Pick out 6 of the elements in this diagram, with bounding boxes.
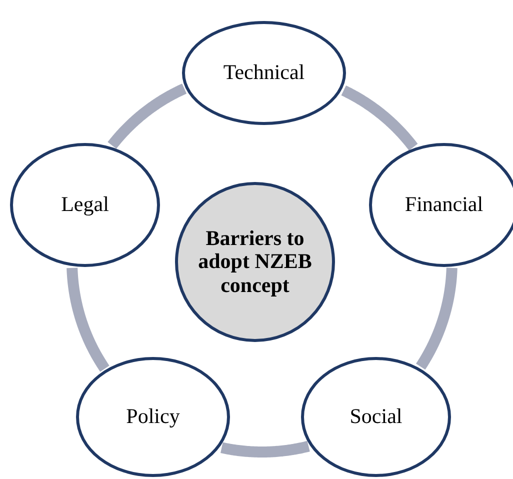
category-label: Social <box>350 405 402 429</box>
category-label: Technical <box>223 61 305 85</box>
category-label: Financial <box>404 193 484 217</box>
category-label: Policy <box>126 405 180 429</box>
category-label: Legal <box>61 193 109 217</box>
central-label: Barriers to adopt NZEB concept <box>197 227 313 297</box>
